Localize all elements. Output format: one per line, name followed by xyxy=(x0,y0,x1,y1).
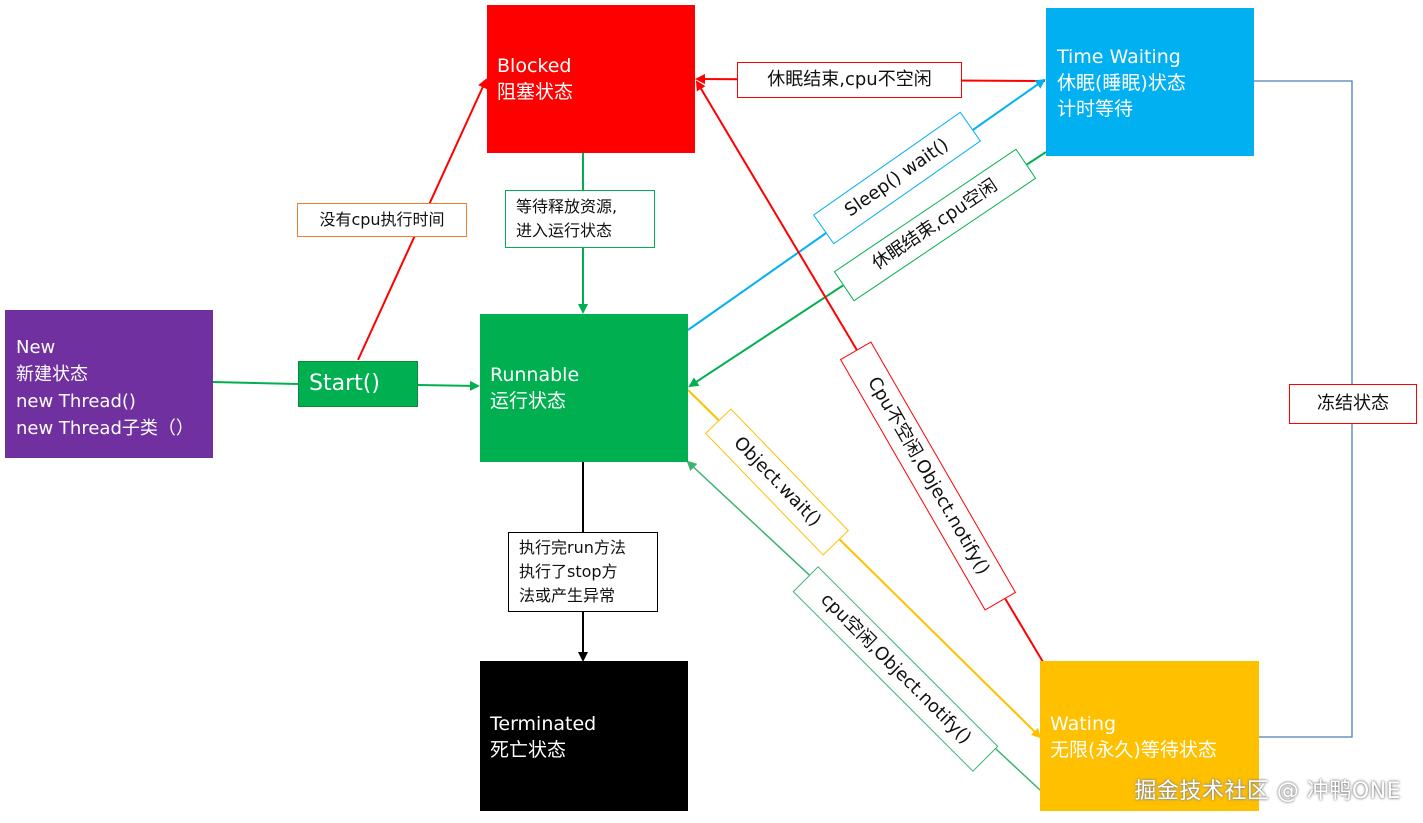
state-blocked-line1: Blocked xyxy=(497,55,572,77)
label-start: Start() xyxy=(298,361,418,407)
label-sleep-end-cpu-busy-text: 休眠结束,cpu不空闲 xyxy=(767,69,932,90)
label-finish-line2: 执行了stop方 xyxy=(519,562,618,581)
state-waiting-line2: 无限(永久)等待状态 xyxy=(1050,739,1217,761)
state-time-waiting-line2: 休眠(睡眠)状态 xyxy=(1057,72,1186,94)
state-terminated-line2: 死亡状态 xyxy=(490,739,567,761)
state-time-waiting-line1: Time Waiting xyxy=(1057,46,1181,68)
label-start-text: Start() xyxy=(309,371,380,396)
label-wait-release-line1: 等待释放资源, xyxy=(516,197,618,216)
label-frozen-text: 冻结状态 xyxy=(1317,393,1389,414)
state-new-line2: 新建状态 xyxy=(16,364,88,385)
state-time-waiting: Time Waiting 休眠(睡眠)状态 计时等待 xyxy=(1046,8,1254,156)
state-blocked: Blocked 阻塞状态 xyxy=(487,5,695,153)
label-frozen: 冻结状态 xyxy=(1289,384,1417,424)
label-wait-release-line2: 进入运行状态 xyxy=(516,221,613,240)
state-new-line3: new Thread() xyxy=(16,391,136,412)
state-time-waiting-line3: 计时等待 xyxy=(1057,98,1134,120)
label-no-cpu-text: 没有cpu执行时间 xyxy=(319,210,445,229)
state-runnable-line2: 运行状态 xyxy=(490,390,567,412)
label-no-cpu: 没有cpu执行时间 xyxy=(297,203,467,237)
state-new-line4: new Thread子类（） xyxy=(16,418,194,439)
label-finish-line3: 法或产生异常 xyxy=(519,586,616,605)
state-waiting: Wating 无限(永久)等待状态 xyxy=(1040,661,1259,811)
label-wait-release: 等待释放资源, 进入运行状态 xyxy=(505,190,655,248)
edge-new-start xyxy=(212,381,299,385)
state-runnable-line1: Runnable xyxy=(490,364,580,386)
label-sleep-end-cpu-busy: 休眠结束,cpu不空闲 xyxy=(737,62,962,98)
label-finish-line1: 执行完run方法 xyxy=(519,538,626,557)
state-blocked-line2: 阻塞状态 xyxy=(497,81,574,103)
state-new-line1: New xyxy=(16,337,56,358)
state-waiting-line1: Wating xyxy=(1050,713,1117,735)
state-new: New 新建状态 new Thread() new Thread子类（） xyxy=(5,310,213,458)
state-terminated-line1: Terminated xyxy=(490,713,597,735)
state-terminated: Terminated 死亡状态 xyxy=(480,661,688,811)
edge-start-runnable xyxy=(417,380,480,391)
label-finish: 执行完run方法 执行了stop方 法或产生异常 xyxy=(508,532,658,612)
watermark: 掘金技术社区 @ 冲鸭ONE xyxy=(1134,779,1401,804)
state-runnable: Runnable 运行状态 xyxy=(480,314,688,462)
